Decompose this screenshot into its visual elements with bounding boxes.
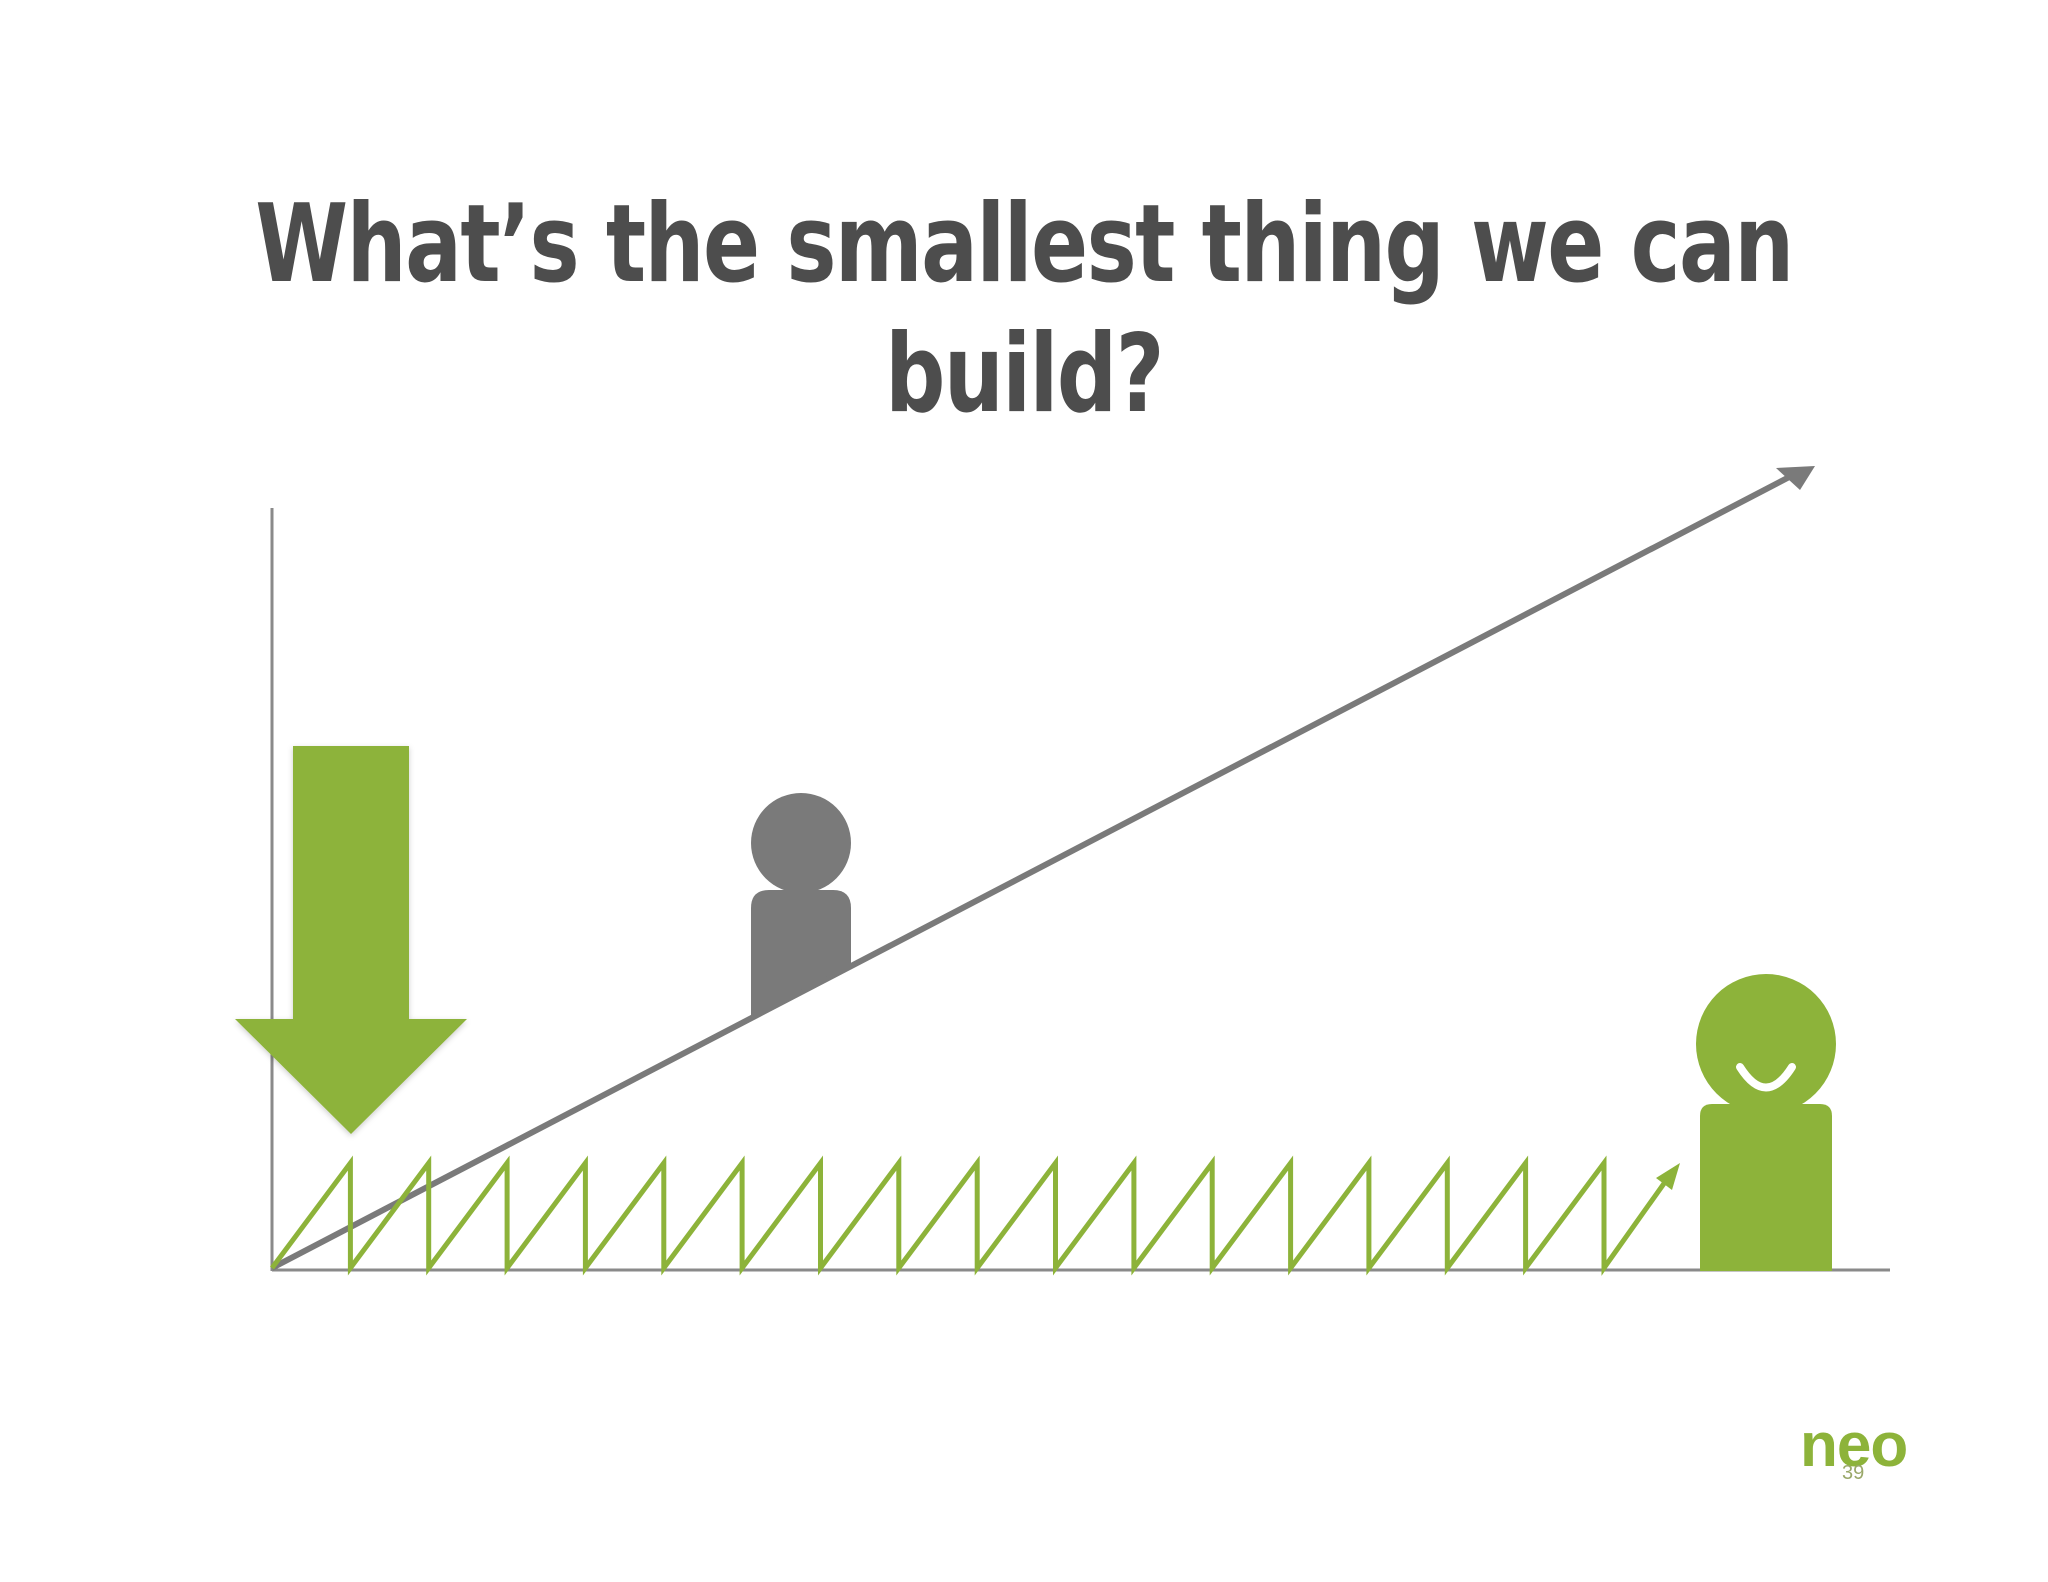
happy-green-person-icon [1696,974,1836,1271]
page-number: 39 [1842,1462,1865,1484]
trend-arrow-line [270,471,1797,1271]
down-arrow-icon [235,746,467,1134]
trend-arrow-head [1776,466,1815,490]
sawtooth-iterations [269,1155,1673,1276]
slide-title: What’s the smallest thing we can build? [255,182,1794,437]
neo-logo: neo [1800,1411,1908,1480]
sawtooth-end-arrowhead [1656,1163,1680,1190]
sawtooth-path [269,1155,1673,1276]
gray-person-icon [751,793,851,1016]
